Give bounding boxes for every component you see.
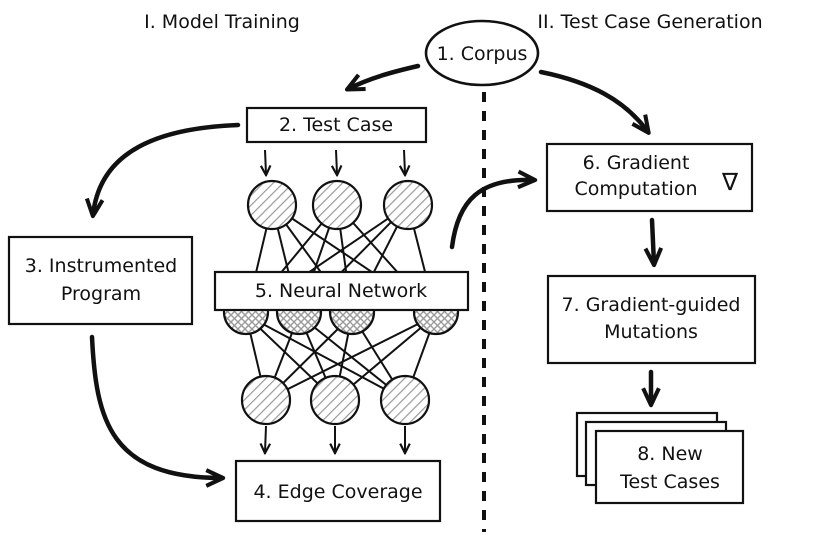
gradient-computation-label-line2: Computation (575, 178, 698, 200)
corpus-label: 1. Corpus (437, 43, 528, 65)
input-node (246, 179, 298, 231)
new-test-cases-label-line1: 8. New (637, 443, 703, 465)
input-node (311, 179, 363, 231)
gradient-computation-box (545, 142, 754, 213)
edge-coverage-label: 4. Edge Coverage (253, 481, 422, 503)
instrumented-program-label-line2: Program (61, 283, 141, 305)
output-node (379, 374, 431, 426)
edge-coverage-box (234, 459, 442, 523)
output-node (309, 374, 361, 426)
arrow-node-to-edge-coverage (265, 425, 266, 452)
test-case-label: 2. Test Case (279, 114, 393, 136)
arrow-gradient-to-mutations (643, 217, 664, 268)
section-title-test-case-generation: II. Test Case Generation (537, 11, 762, 33)
instrumented-program-box (7, 235, 194, 326)
neural-network-box (213, 270, 470, 312)
arrow-test-case-to-node (336, 149, 337, 174)
arrow-test-case-to-node (404, 149, 405, 174)
arrow-test-case-to-node (265, 149, 266, 174)
arrow-corpus-to-test-case (344, 63, 421, 92)
arrow-network-to-gradient (449, 169, 538, 250)
instrumented-program-label-line1: 3. Instrumented (25, 255, 177, 277)
test-case-box (245, 106, 428, 144)
new-test-cases-label-line2: Test Cases (619, 471, 720, 493)
gradient-guided-mutations-label-line2: Mutations (604, 321, 698, 343)
new-test-cases-stack (575, 411, 745, 505)
nabla-icon: ∇ (721, 168, 739, 196)
input-node (382, 179, 434, 231)
gradient-computation-label-line1: 6. Gradient (583, 152, 690, 174)
neural-network-label: 5. Neural Network (255, 280, 427, 302)
arrow-instrumented-to-edge-coverage (89, 334, 226, 488)
section-title-model-training: I. Model Training (144, 11, 300, 33)
arrow-corpus-to-gradient (538, 69, 651, 135)
arrow-test-case-to-instrumented (84, 122, 241, 219)
output-node (240, 374, 292, 426)
corpus-node (424, 19, 540, 87)
gradient-guided-mutations-box (546, 274, 757, 365)
gradient-guided-mutations-label-line1: 7. Gradient-guided (562, 294, 741, 316)
